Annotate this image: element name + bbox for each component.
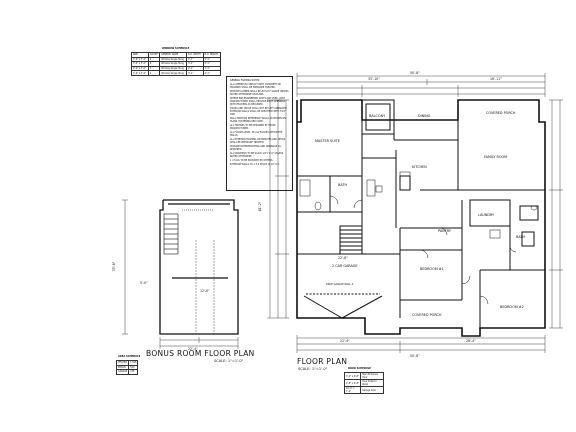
schedule-cell: Window Single Hung <box>159 70 188 76</box>
notes-list: GENERAL FRAMING NOTES:ALL LUMBER IN CONT… <box>230 79 289 167</box>
fixtures <box>299 171 538 239</box>
room-label-balcony: BALCONY <box>369 114 386 118</box>
room-label-master-bath: BATH <box>338 183 348 187</box>
schedule-cell: Door Exterior Panel <box>360 379 384 387</box>
room-label-bath-right: BATH <box>516 235 526 239</box>
room-label-garage-wall: DROP GARAGE WALL 2' <box>326 283 354 286</box>
door-swings <box>329 195 517 305</box>
room-label-dining: DINING <box>418 114 431 118</box>
general-notes-box: GENERAL FRAMING NOTES:ALL LUMBER IN CONT… <box>226 76 293 191</box>
dim-garage-width: 22'-8" <box>338 256 348 260</box>
schedule-row: 16'-0" x 7'-0"Garage Door <box>343 386 384 394</box>
room-label-garage: 2 CAR GARAGE <box>332 264 358 268</box>
dim-overall-depth: 61'-2" <box>258 201 263 212</box>
room-label-kitchen: KITCHEN <box>412 165 427 169</box>
schedule-cell: 3'-0" x 4'-0" <box>131 70 149 76</box>
room-label-master-suite: MASTER SUITE <box>315 139 340 143</box>
dim-bottom-left: 21'-4" <box>340 339 350 343</box>
schedule-row: 2'-8" x 6'-8"Door Exterior Panel <box>343 379 384 387</box>
room-label-covered-porch: COVERED PORCH <box>486 111 516 115</box>
area-schedule-title: AREA SCHEDULE <box>118 355 141 358</box>
schedule-cell: 478 <box>128 369 139 375</box>
note-item: WHERE PRE-ENGINEERED JOISTS ARE USED, JO… <box>230 97 286 106</box>
bonus-room-title: BONUS ROOM FLOOR PLAN <box>146 349 255 358</box>
notes-heading: GENERAL FRAMING NOTES: <box>230 79 260 82</box>
bonus-dimensions <box>122 199 239 349</box>
note-item: ALL FLOORS LEVEL TO ALL FLOORS WITHIN TH… <box>230 130 283 137</box>
dim-bonus-inner: 12'-0" <box>200 289 210 293</box>
note-item: ALL EXTERIOR FRAMING ON PORCHES AND DECK… <box>230 137 286 144</box>
dim-overall-width: 50'-8" <box>410 71 420 75</box>
dim-bonus-width: 22'-4" <box>188 347 198 351</box>
dim-bonus-depth: 33'-6" <box>112 261 117 272</box>
bonus-stairs <box>163 209 214 255</box>
note-item: EXTERIOR WALLS TO 2 X 6 STUDS @ 16" O.C. <box>230 163 280 166</box>
schedule-cell: 4'-1" <box>202 70 222 76</box>
note-item: 1 x 8 LVL TO BE PROVIDED BY OTHERS. <box>230 158 274 162</box>
note-item: WALL PROFILES REFERENCE WALLS AS SHOWN O… <box>230 116 286 123</box>
room-label-family-room: FAMILY ROOM <box>484 155 508 159</box>
dim-left-segment: 33'-10" <box>368 77 380 81</box>
schedule-cell: 2 <box>147 70 161 76</box>
schedule-row: 3'-0" x 6'-8"Main Entrance Door <box>343 372 384 380</box>
note-item: ALL DRAWINGS TO BE SCALE 1/4"=1'-0" UNLE… <box>230 151 284 158</box>
schedule-cell: Main Entrance Door <box>360 372 384 380</box>
floor-plan-scale: SCALE: 1"=1'-0" <box>298 367 328 371</box>
door-schedule-title: DOOR SCHEDULE <box>348 367 371 370</box>
floor-plan-walls <box>296 99 546 337</box>
schedule-cell: Garage Door <box>360 386 384 394</box>
dimension-lines <box>267 73 563 353</box>
room-label-pantry: PANTRY <box>438 229 451 233</box>
dim-bonus-side: 5'-0" <box>140 281 148 285</box>
note-item: ALL TRUSSES TO BE DESIGNED BY TRUSS MANU… <box>230 123 276 130</box>
note-item: ALL LUMBER IN CONTACT WITH CONCRETE OR M… <box>230 83 281 89</box>
note-item: STAIRS AND LEDGE SHALL NOT BE LEFT UNBRA… <box>230 107 288 116</box>
interior-walls <box>297 99 545 328</box>
dim-overall-width-bottom: 50'-8" <box>410 354 420 358</box>
schedule-cell: 3'-1" <box>186 70 204 76</box>
schedule-cell: GARAGE <box>115 369 130 375</box>
room-label-bedroom-1: BEDROOM #1 <box>420 267 444 271</box>
note-item: PROVIDE LUMBER SHALL BE #2 S-P-F GRADE U… <box>230 90 289 96</box>
window-schedule-title: WINDOW SCHEDULE <box>162 47 190 50</box>
schedule-cell: 3'-0" x 6'-8" <box>343 372 362 380</box>
dim-bottom-right: 28'-4" <box>466 339 476 343</box>
room-label-laundry: LAUNDRY <box>478 213 495 217</box>
schedule-cell: 2'-8" x 6'-8" <box>343 379 362 387</box>
note-item: PROVIDE WATERPROOFING AND DRAINAGE AS RE… <box>230 144 281 151</box>
bonus-room-walls <box>159 199 239 335</box>
schedule-cell: 16'-0" x 7'-0" <box>343 386 362 394</box>
room-label-covered-porch-bottom: COVERED PORCH <box>412 313 442 317</box>
dim-right-segment: 16'-11" <box>490 77 502 81</box>
bonus-room-scale: SCALE: 1"=1'-0" <box>214 359 244 363</box>
floor-plan-title: FLOOR PLAN <box>297 357 348 366</box>
room-label-bedroom-2: BEDROOM #2 <box>500 305 524 309</box>
